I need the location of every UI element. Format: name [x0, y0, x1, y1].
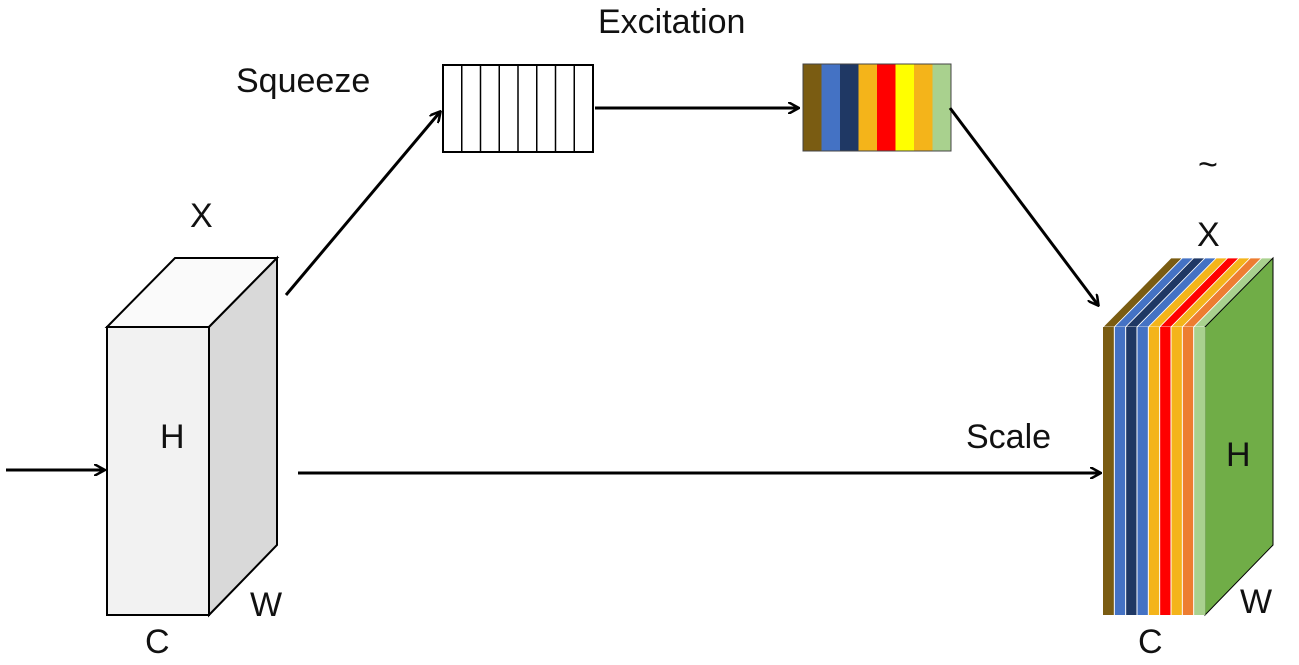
output-channel-strip [1114, 327, 1127, 615]
output-channel-strip [1103, 327, 1115, 615]
squeeze-vector [442, 64, 594, 153]
input-c-label: C [145, 623, 170, 661]
output-top-face [1102, 257, 1274, 328]
excitation-weight-cell [877, 64, 896, 151]
input-front-face [106, 326, 210, 616]
excitation-vector [802, 63, 952, 152]
input-tensor-x [104, 255, 280, 618]
output-h-label: H [1226, 436, 1251, 474]
excitation-weight-cell [914, 64, 933, 151]
squeeze-arrow [284, 112, 440, 296]
excitation-weight-cell [858, 64, 878, 151]
output-c-label: C [1138, 623, 1163, 661]
input-h-label: H [160, 418, 185, 456]
excitation-weight-cell [803, 64, 822, 151]
input-x-label: X [190, 197, 213, 235]
excitation-weight-cell [895, 64, 915, 151]
scale-label: Scale [966, 418, 1052, 456]
output-channel-strip [1159, 327, 1172, 615]
output-channel-strip [1171, 327, 1183, 615]
output-channel-strip [1182, 327, 1195, 615]
output-x-label: X [1197, 216, 1220, 254]
output-channel-strip [1137, 327, 1149, 615]
output-tilde-label: ~ [1198, 146, 1218, 184]
excitation-to-output-arrow [948, 107, 1098, 305]
output-channel-strip [1125, 327, 1138, 615]
input-w-label: W [250, 586, 283, 624]
excitation-weight-cell [840, 64, 859, 151]
output-channel-strip [1148, 327, 1161, 615]
excitation-label: Excitation [598, 3, 746, 41]
excitation-weight-cell [821, 64, 841, 151]
output-w-label: W [1240, 583, 1273, 621]
squeeze-label: Squeeze [236, 62, 371, 100]
output-channel-strip [1193, 327, 1206, 615]
output-tensor-x-tilde [1102, 256, 1274, 617]
excitation-weight-cell [932, 64, 952, 151]
output-front-face [1103, 327, 1206, 615]
